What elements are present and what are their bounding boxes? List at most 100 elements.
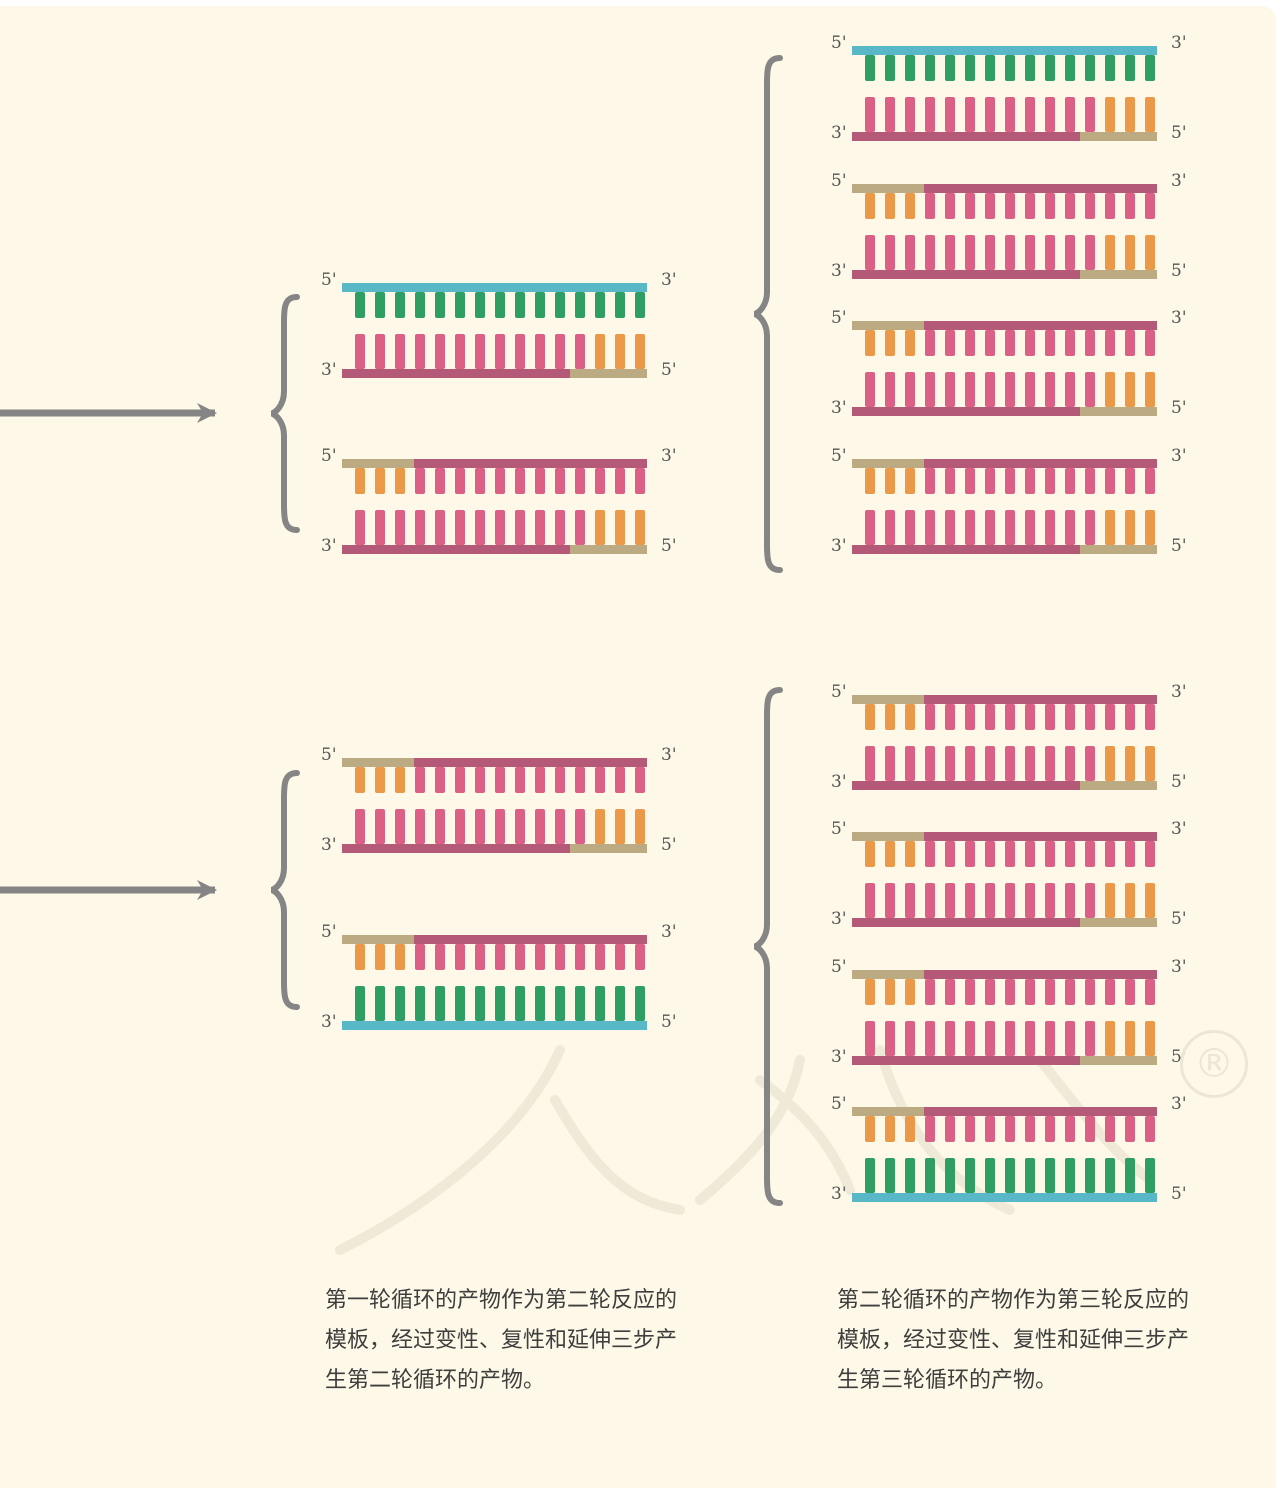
top-base [1145,468,1155,494]
bottom-base [1065,235,1075,270]
bottom-base [1145,235,1155,270]
bottom-base [1025,97,1035,132]
top-base [455,468,465,494]
top-base [555,944,565,970]
bottom-base [595,986,605,1021]
bottom-base [595,510,605,545]
round3-duplex: 5'3'3'5' [831,819,1187,929]
primer-segment-bottom [570,369,647,378]
top-base [535,767,545,793]
bottom-base [1045,510,1055,545]
label-3prime-bottom: 3' [831,1047,847,1067]
primer-segment-bottom [1080,407,1157,416]
bottom-base [615,334,625,369]
bottom-base [495,334,505,369]
template-strand-top [342,283,647,292]
top-base [615,292,625,318]
top-base [1025,704,1035,730]
top-base [435,944,445,970]
bottom-base [1045,883,1055,918]
label-5prime-bottom: 5' [661,360,677,380]
top-base [595,468,605,494]
top-base [455,944,465,970]
top-base [1085,468,1095,494]
top-base [1105,330,1115,356]
bottom-base [475,986,485,1021]
top-base [945,704,955,730]
bottom-base [1145,1021,1155,1056]
new-strand-top [412,935,647,944]
top-base [885,704,895,730]
top-base [1005,841,1015,867]
label-5prime-top: 5' [321,745,337,765]
bottom-base [1005,1158,1015,1193]
bottom-base [495,986,505,1021]
bottom-base [945,510,955,545]
top-base [905,468,915,494]
label-5prime-bottom: 5' [661,1012,677,1032]
bottom-base [515,334,525,369]
bottom-base [475,809,485,844]
figure-panel [0,6,1276,1488]
top-base [985,468,995,494]
label-3prime-top: 3' [1171,33,1187,53]
top-base [925,55,935,81]
top-base [1105,468,1115,494]
bottom-base [865,1021,875,1056]
top-base [1085,979,1095,1005]
bottom-base [1005,883,1015,918]
round3-duplex: 5'3'3'5' [831,957,1187,1067]
bottom-base [1065,510,1075,545]
label-3prime-bottom: 3' [321,360,337,380]
top-base [375,468,385,494]
label-3prime-top: 3' [1171,308,1187,328]
bottom-base [555,986,565,1021]
top-base [375,292,385,318]
top-base [415,767,425,793]
top-base [885,979,895,1005]
top-base [885,841,895,867]
bottom-base [1105,746,1115,781]
top-base [905,55,915,81]
bottom-base [415,986,425,1021]
bottom-base [515,510,525,545]
label-5prime-bottom: 5' [1171,536,1187,556]
top-base [865,841,875,867]
top-base [1145,979,1155,1005]
caption-round3: 第二轮循环的产物作为第三轮反应的模板，经过变性、复性和延伸三步产生第三轮循环的产… [837,1288,1190,1393]
new-strand-top [922,832,1157,841]
bottom-base [555,809,565,844]
top-base [1065,330,1075,356]
bottom-base [1105,1021,1115,1056]
bottom-base [985,746,995,781]
bottom-base [1125,510,1135,545]
bottom-base [555,334,565,369]
bottom-base [1045,1158,1055,1193]
primer-segment-top [852,832,924,841]
bottom-base [1065,97,1075,132]
top-base [1005,330,1015,356]
new-strand-top [412,758,647,767]
top-base [395,468,405,494]
bottom-base [535,986,545,1021]
bottom-base [535,334,545,369]
top-base [375,944,385,970]
bottom-base [1085,235,1095,270]
bottom-base [1045,97,1055,132]
top-base [1065,468,1075,494]
top-base [535,292,545,318]
bottom-base [495,510,505,545]
bottom-base [415,510,425,545]
bottom-base [395,986,405,1021]
bottom-base [635,986,645,1021]
top-base [415,292,425,318]
bottom-base [1105,235,1115,270]
bottom-base [965,372,975,407]
bottom-base [905,746,915,781]
bottom-base [1065,1021,1075,1056]
bottom-base [1145,883,1155,918]
bottom-base [885,372,895,407]
label-5prime-bottom: 5' [661,835,677,855]
top-base [965,193,975,219]
bottom-base [1005,235,1015,270]
